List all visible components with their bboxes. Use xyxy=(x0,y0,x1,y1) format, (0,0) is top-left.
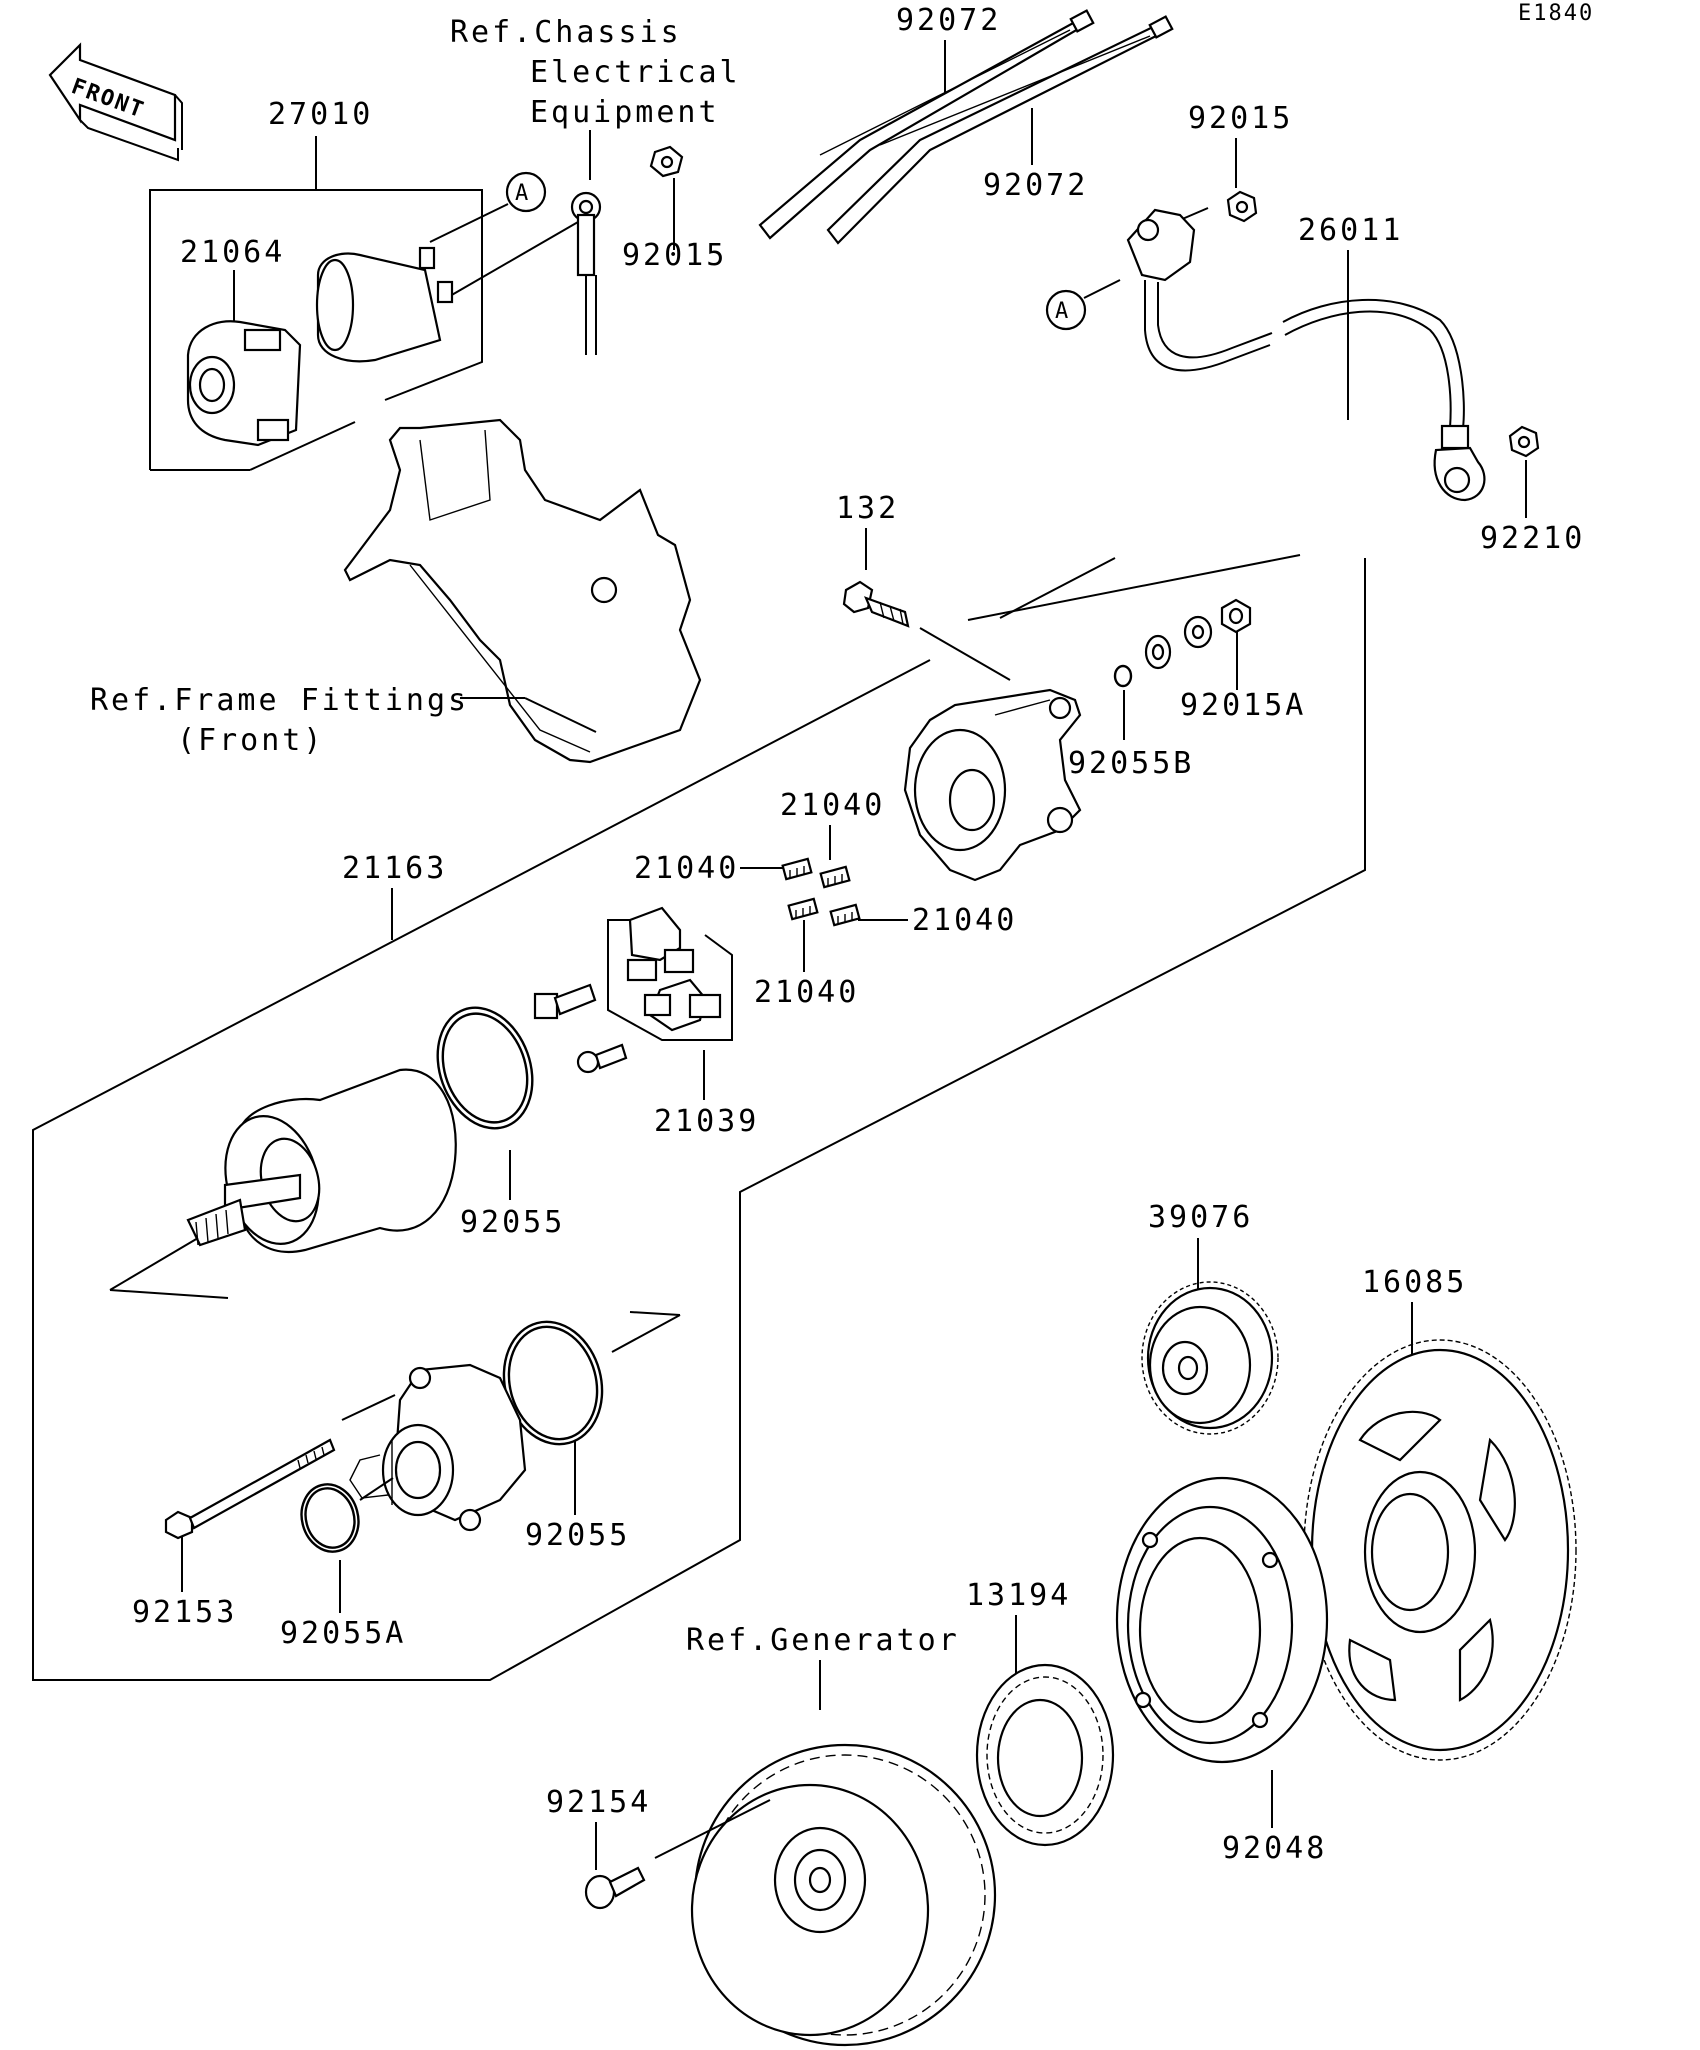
nut-92210-icon xyxy=(1508,425,1540,458)
end-cover-icon xyxy=(903,688,1082,882)
generator-rotor-icon xyxy=(690,1743,997,2047)
part-92015-right: 92015 xyxy=(1188,101,1293,136)
ref-chassis-line3: Equipment xyxy=(530,95,720,130)
assembly-frame xyxy=(32,554,1366,1681)
part-21064: 21064 xyxy=(180,235,285,270)
battery-cable-icon xyxy=(1126,208,1486,502)
part-21163: 21163 xyxy=(342,851,447,886)
svg-text:A: A xyxy=(515,181,530,206)
part-92055B: 92055B xyxy=(1068,746,1194,781)
part-39076: 39076 xyxy=(1148,1200,1253,1235)
ref-frame-line1: Ref.Frame Fittings xyxy=(90,683,469,718)
leader-lines xyxy=(149,40,1527,1870)
part-92154: 92154 xyxy=(546,1785,651,1820)
one-way-clutch-icon xyxy=(975,1663,1115,1847)
part-16085: 16085 xyxy=(1362,1265,1467,1300)
part-21040-right: 21040 xyxy=(912,903,1017,938)
nut-92015-right-icon xyxy=(1226,190,1258,223)
chassis-connector-icon xyxy=(570,191,602,355)
frame-fitting-icon xyxy=(343,418,702,764)
relay-cover-icon xyxy=(186,320,302,447)
part-92210: 92210 xyxy=(1480,521,1585,556)
ref-chassis-line1: Ref.Chassis xyxy=(450,15,682,50)
part-26011: 26011 xyxy=(1298,213,1403,248)
part-92015A: 92015A xyxy=(1180,688,1306,723)
part-132: 132 xyxy=(836,491,899,526)
part-92055A: 92055A xyxy=(280,1616,406,1651)
part-21040-bottom: 21040 xyxy=(754,975,859,1010)
ref-generator: Ref.Generator xyxy=(686,1623,960,1658)
part-92048: 92048 xyxy=(1222,1831,1327,1866)
svg-text:A: A xyxy=(1055,299,1070,324)
screw-92154-icon xyxy=(584,1799,771,1910)
brush-spring-icon xyxy=(781,857,861,927)
callout-a-right: A xyxy=(1045,289,1087,331)
cable-tie-icon xyxy=(758,9,1174,245)
starter-motor-icon xyxy=(109,1068,457,1299)
brush-holder-icon xyxy=(607,906,733,1041)
o-ring-top-icon xyxy=(436,1006,534,1130)
part-21039: 21039 xyxy=(654,1104,759,1139)
part-21040-left: 21040 xyxy=(634,851,739,886)
starter-clutch-gear-icon xyxy=(1303,1339,1577,1761)
front-cover-icon xyxy=(349,1363,527,1532)
part-27010: 27010 xyxy=(268,97,373,132)
bolt-132-icon xyxy=(842,580,1011,681)
brush-terminal-icon xyxy=(533,983,597,1020)
part-92055-bottom: 92055 xyxy=(525,1518,630,1553)
callout-a-top: A xyxy=(505,171,547,213)
starter-relay-icon xyxy=(315,246,454,363)
washer-icon xyxy=(1144,598,1252,670)
front-arrow-icon: FRONT xyxy=(48,42,183,162)
o-ring-92055A-icon xyxy=(300,1477,394,1553)
part-13194: 13194 xyxy=(966,1578,1071,1613)
part-21040-top: 21040 xyxy=(780,788,885,823)
part-92153: 92153 xyxy=(132,1595,237,1630)
part-92072-b: 92072 xyxy=(983,168,1088,203)
nut-icon xyxy=(649,145,684,178)
idle-gear-icon xyxy=(1141,1281,1279,1435)
screw-icon xyxy=(576,1043,628,1074)
part-92072-a: 92072 xyxy=(896,3,1001,38)
part-92055-top: 92055 xyxy=(460,1205,565,1240)
o-ring-92055B-icon xyxy=(1113,664,1133,688)
clutch-housing-icon xyxy=(1115,1476,1329,1764)
diagram-code: E1840 xyxy=(1518,1,1594,26)
ref-chassis-line2: Electrical xyxy=(530,55,741,90)
ref-frame-line2: (Front) xyxy=(177,723,324,758)
long-bolt-icon xyxy=(164,1394,396,1540)
